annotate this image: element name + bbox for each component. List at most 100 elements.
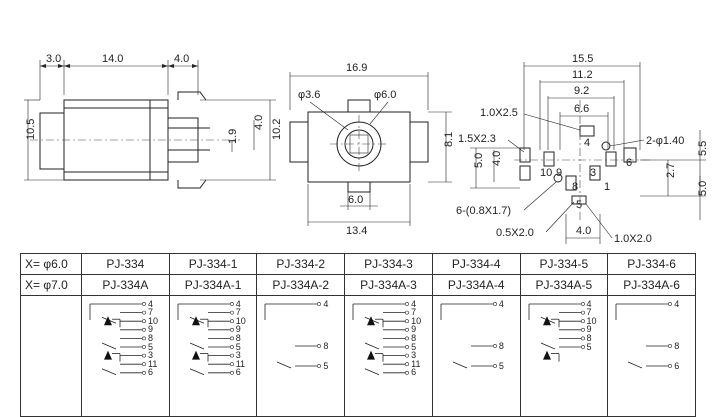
pcb-left-outer: 5.0 <box>473 153 485 168</box>
pin-terminal <box>668 364 673 368</box>
pin-label: 11 <box>411 358 421 369</box>
pin-label: 4 <box>498 298 504 309</box>
schematic-wire <box>364 368 380 376</box>
pcb-pad-c: 0.5X2.0 <box>496 227 534 239</box>
pin-label: 7 <box>586 307 592 318</box>
side-dim-2: 14.0 <box>102 53 123 65</box>
switch-schematic <box>615 302 673 369</box>
pin-terminal <box>405 319 410 324</box>
pin-label: 6 <box>411 367 417 378</box>
pcb-pin-6: 6 <box>626 157 632 169</box>
model-cell: PJ-334A-6 <box>607 274 696 296</box>
model-cell: PJ-334-1 <box>168 253 258 275</box>
schematic-label-cell <box>20 295 82 417</box>
pcb-layout: 15.5 11.2 9.2 6.6 4 10 9 3 6 8 1 5 <box>456 53 709 245</box>
pcb-right-a: 5.5 <box>697 141 709 156</box>
table-row-phi60: X= φ6.0 PJ-334 PJ-334-1 PJ-334-2 PJ-334-… <box>20 253 696 275</box>
pin-label: 8 <box>323 340 329 351</box>
side-inner: 10.2 <box>271 119 283 140</box>
pcb-pin-5: 5 <box>576 199 582 211</box>
pin-label: 9 <box>586 324 592 335</box>
pin-terminal <box>580 302 585 306</box>
pin-label: 10 <box>148 315 159 326</box>
switch-schematic <box>528 302 585 362</box>
pin-terminal <box>580 345 585 349</box>
schematic-wire <box>189 368 204 376</box>
pin-label: 8 <box>498 340 504 351</box>
pcb-hole: 2-φ1.40 <box>646 135 684 147</box>
model-cell: PJ-334 <box>81 253 170 275</box>
model-table: X= φ6.0 PJ-334 PJ-334-1 PJ-334-2 PJ-334-… <box>20 253 696 417</box>
pin-label: 7 <box>235 307 241 318</box>
contact-triangle <box>542 350 551 360</box>
model-cell: PJ-334A-1 <box>168 274 258 296</box>
front-phi-small: φ3.6 <box>298 89 320 101</box>
schematic-wire <box>628 361 643 369</box>
pin-terminal <box>405 336 410 341</box>
pin-label: 4 <box>235 298 241 309</box>
pin-terminal <box>229 353 234 358</box>
model-cell: PJ-334A <box>81 274 170 296</box>
side-height: 10.5 <box>25 119 37 140</box>
pin-terminal <box>580 310 585 315</box>
pin-label: 4 <box>323 298 329 309</box>
pcb-pin-1: 1 <box>604 181 610 193</box>
pcb-w3: 9.2 <box>574 85 589 97</box>
pin-label: 6 <box>674 360 680 371</box>
pin-label: 3 <box>148 350 154 361</box>
row-label-phi70: X= φ7.0 <box>20 274 82 296</box>
pin-label: 3 <box>235 350 241 361</box>
pin-terminal <box>405 353 410 358</box>
pin-label: 5 <box>498 360 504 371</box>
schematic-wire <box>101 368 117 376</box>
pin-terminal <box>229 370 234 375</box>
pin-label: 10 <box>411 315 422 326</box>
pin-label: 8 <box>235 332 241 343</box>
contact-triangle <box>191 350 200 360</box>
switch-schematic <box>89 302 146 376</box>
pin-label: 4 <box>411 298 417 309</box>
pin-terminal <box>142 327 146 332</box>
pin-terminal <box>317 302 322 306</box>
schematic-wire <box>364 342 380 350</box>
pin-label: 5 <box>411 341 417 352</box>
model-cell: PJ-334A-3 <box>344 274 433 296</box>
pin-terminal <box>580 319 585 324</box>
contact-triangle <box>367 316 376 326</box>
pin-terminal <box>668 302 673 306</box>
pin-label: 10 <box>235 315 246 326</box>
switch-schematic <box>265 302 322 369</box>
pcb-left-inner: 4.0 <box>491 151 503 166</box>
pin-label: 8 <box>586 332 592 343</box>
model-cell: PJ-334-6 <box>607 253 696 275</box>
contact-triangle <box>191 316 200 326</box>
pcb-pad-a: 1.0X2.5 <box>480 107 518 119</box>
pin-label: 8 <box>148 332 154 343</box>
pin-terminal <box>405 362 410 367</box>
pcb-pin-8: 8 <box>572 181 578 193</box>
model-cell: PJ-334A-4 <box>431 274 521 296</box>
side-h2: 1.9 <box>227 129 239 144</box>
pin-terminal <box>229 327 234 332</box>
schematic-wire <box>540 342 555 350</box>
mechanical-drawing: 3.0 14.0 4.0 10.5 10.2 4.0 1.9 16.9 <box>24 53 709 245</box>
pin-label: 9 <box>148 324 154 335</box>
pin-terminal <box>492 302 497 306</box>
pin-terminal <box>492 364 497 368</box>
pin-label: 5 <box>148 341 154 352</box>
pin-terminal <box>405 302 410 306</box>
pin-label: 6 <box>235 367 241 378</box>
pcb-right-c: 5.0 <box>697 181 709 196</box>
pin-label: 5 <box>586 341 592 352</box>
front-phi-large: φ6.0 <box>374 89 396 101</box>
pin-label: 4 <box>586 298 592 309</box>
schematic-wire <box>277 361 292 369</box>
pcb-pad-d: 1.0X2.0 <box>614 233 652 245</box>
pin-label: 3 <box>411 350 417 361</box>
pin-label: 11 <box>235 358 246 369</box>
